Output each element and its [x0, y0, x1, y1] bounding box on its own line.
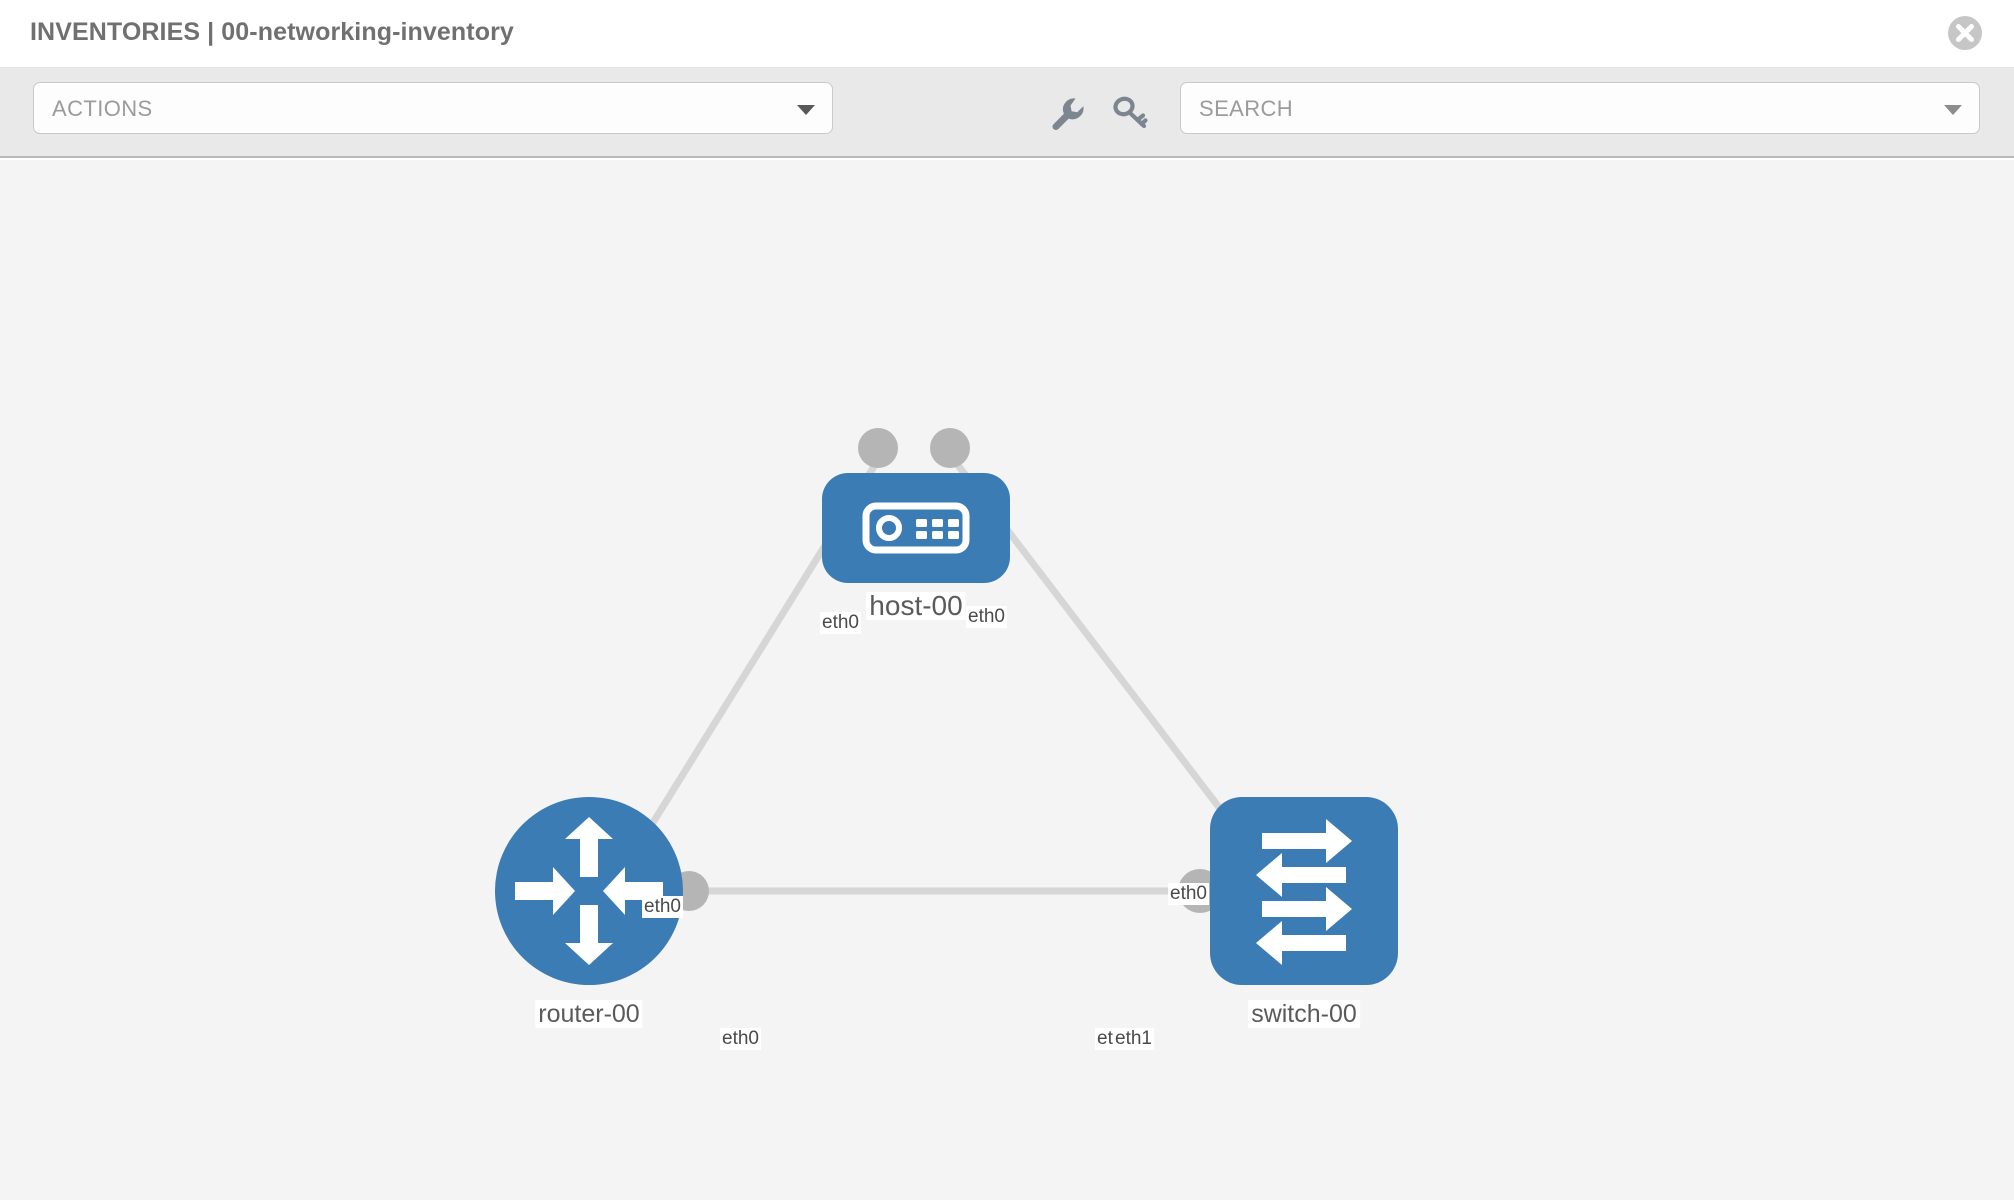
close-icon[interactable] [1946, 14, 1984, 52]
node-switch-00[interactable] [1210, 797, 1398, 985]
wrench-icon[interactable] [1046, 93, 1086, 133]
topology-graph [495, 428, 1398, 985]
actions-dropdown[interactable]: ACTIONS [33, 82, 833, 134]
page-title: INVENTORIES | 00-networking-inventory [30, 18, 514, 46]
node-host-00[interactable] [822, 473, 1010, 583]
chevron-down-icon [1944, 105, 1962, 115]
actions-dropdown-label: ACTIONS [52, 96, 153, 121]
topology-canvas[interactable]: host-00 router-00 switch-00 eth0 eth0 et… [0, 160, 2014, 1200]
connector-host00-right [930, 428, 970, 468]
connector-host00-left [858, 428, 898, 468]
header-bar: INVENTORIES | 00-networking-inventory [0, 0, 2014, 68]
chevron-down-icon [797, 105, 815, 115]
node-router-00[interactable] [495, 797, 683, 985]
search-input[interactable]: SEARCH [1180, 82, 1980, 134]
toolbar: ACTIONS SEARCH [0, 68, 2014, 158]
key-icon[interactable] [1110, 93, 1150, 133]
search-placeholder: SEARCH [1199, 96, 1294, 121]
